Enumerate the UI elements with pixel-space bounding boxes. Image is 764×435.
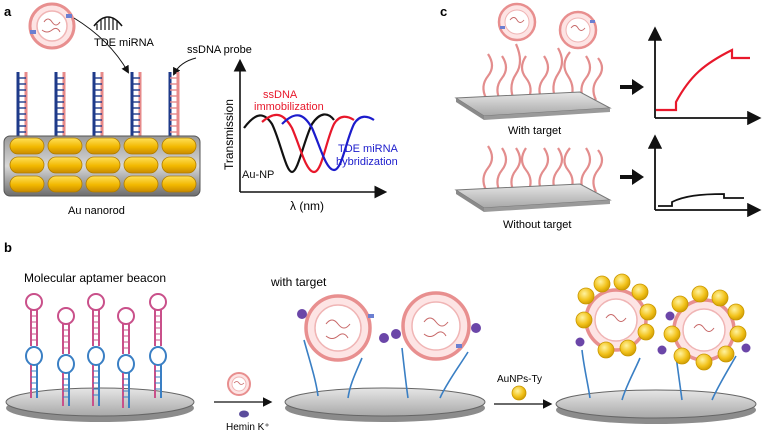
- captured-exosomes: [304, 291, 471, 362]
- with-target-label: With target: [508, 125, 561, 137]
- label-hybridization: hybridization: [336, 156, 398, 168]
- curve-au-np: [243, 113, 335, 174]
- label-immobilization: immobilization: [254, 101, 324, 113]
- aptamer-beacons: [25, 293, 167, 408]
- signal-graph-with-target: [647, 26, 762, 126]
- arrow-to-probe: [73, 17, 129, 74]
- curve-tde-mirna: [281, 114, 375, 172]
- hemin-label: Hemin K⁺: [226, 422, 270, 433]
- panel-c: c With target: [440, 2, 762, 231]
- hemin-complex-icons-final: [575, 311, 751, 355]
- label-ssdna: ssDNA: [263, 89, 298, 101]
- curve-ssdna: [261, 113, 355, 174]
- signal-graph-without-target: [647, 134, 762, 218]
- arrow-probe-label: [173, 57, 197, 76]
- arrow-right-icon: [620, 169, 644, 185]
- graph-x-label: λ (nm): [290, 199, 324, 213]
- aptamer-tethers: [303, 339, 469, 399]
- exosome-vesicle-icon: [28, 2, 76, 50]
- graph-y-label: Transmission: [222, 99, 236, 170]
- hemin-complex-icons: [297, 309, 481, 343]
- exosome-icon: [497, 2, 537, 42]
- label-au-np: Au-NP: [242, 169, 274, 181]
- mirna-label: TDE miRNA: [94, 37, 155, 49]
- aunp-label: AuNPs-Ty: [497, 374, 542, 385]
- probe-label: ssDNA probe: [187, 44, 252, 56]
- chip-without-target: [454, 145, 612, 212]
- gold-nanoparticles: [575, 273, 747, 371]
- signal-curve-red: [656, 48, 750, 112]
- panel-b-letter: b: [4, 240, 12, 255]
- panel-a: a TDE miRNA ssDNA probe: [3, 2, 399, 217]
- without-target-label: Without target: [503, 219, 571, 231]
- final-disk: [555, 389, 757, 424]
- label-tde-mirna: TDE miRNA: [338, 143, 399, 155]
- arrow-right-icon: [620, 79, 644, 95]
- hemin-icon: [239, 410, 249, 418]
- beacon-label: Molecular aptamer beacon: [24, 271, 166, 285]
- mirna-icon: [93, 16, 123, 30]
- aunp-icon: [511, 385, 527, 401]
- panel-b: b Molecular aptamer beacon: [4, 240, 757, 433]
- signal-curve-black: [658, 193, 744, 207]
- chip-with-target: [454, 2, 612, 120]
- exosome-icon: [558, 10, 598, 50]
- panel-a-letter: a: [4, 4, 12, 19]
- ssdna-probe-strands: [16, 72, 180, 138]
- transmission-graph: Transmission λ (nm) ssDNA immobilization…: [222, 58, 399, 213]
- exosome-icon: [227, 372, 251, 396]
- target-disk: [284, 387, 486, 422]
- au-nanorod-substrate: [3, 135, 201, 197]
- panel-c-letter: c: [440, 4, 447, 19]
- nanorod-label: Au nanorod: [68, 205, 125, 217]
- with-target-label-b: with target: [270, 275, 327, 289]
